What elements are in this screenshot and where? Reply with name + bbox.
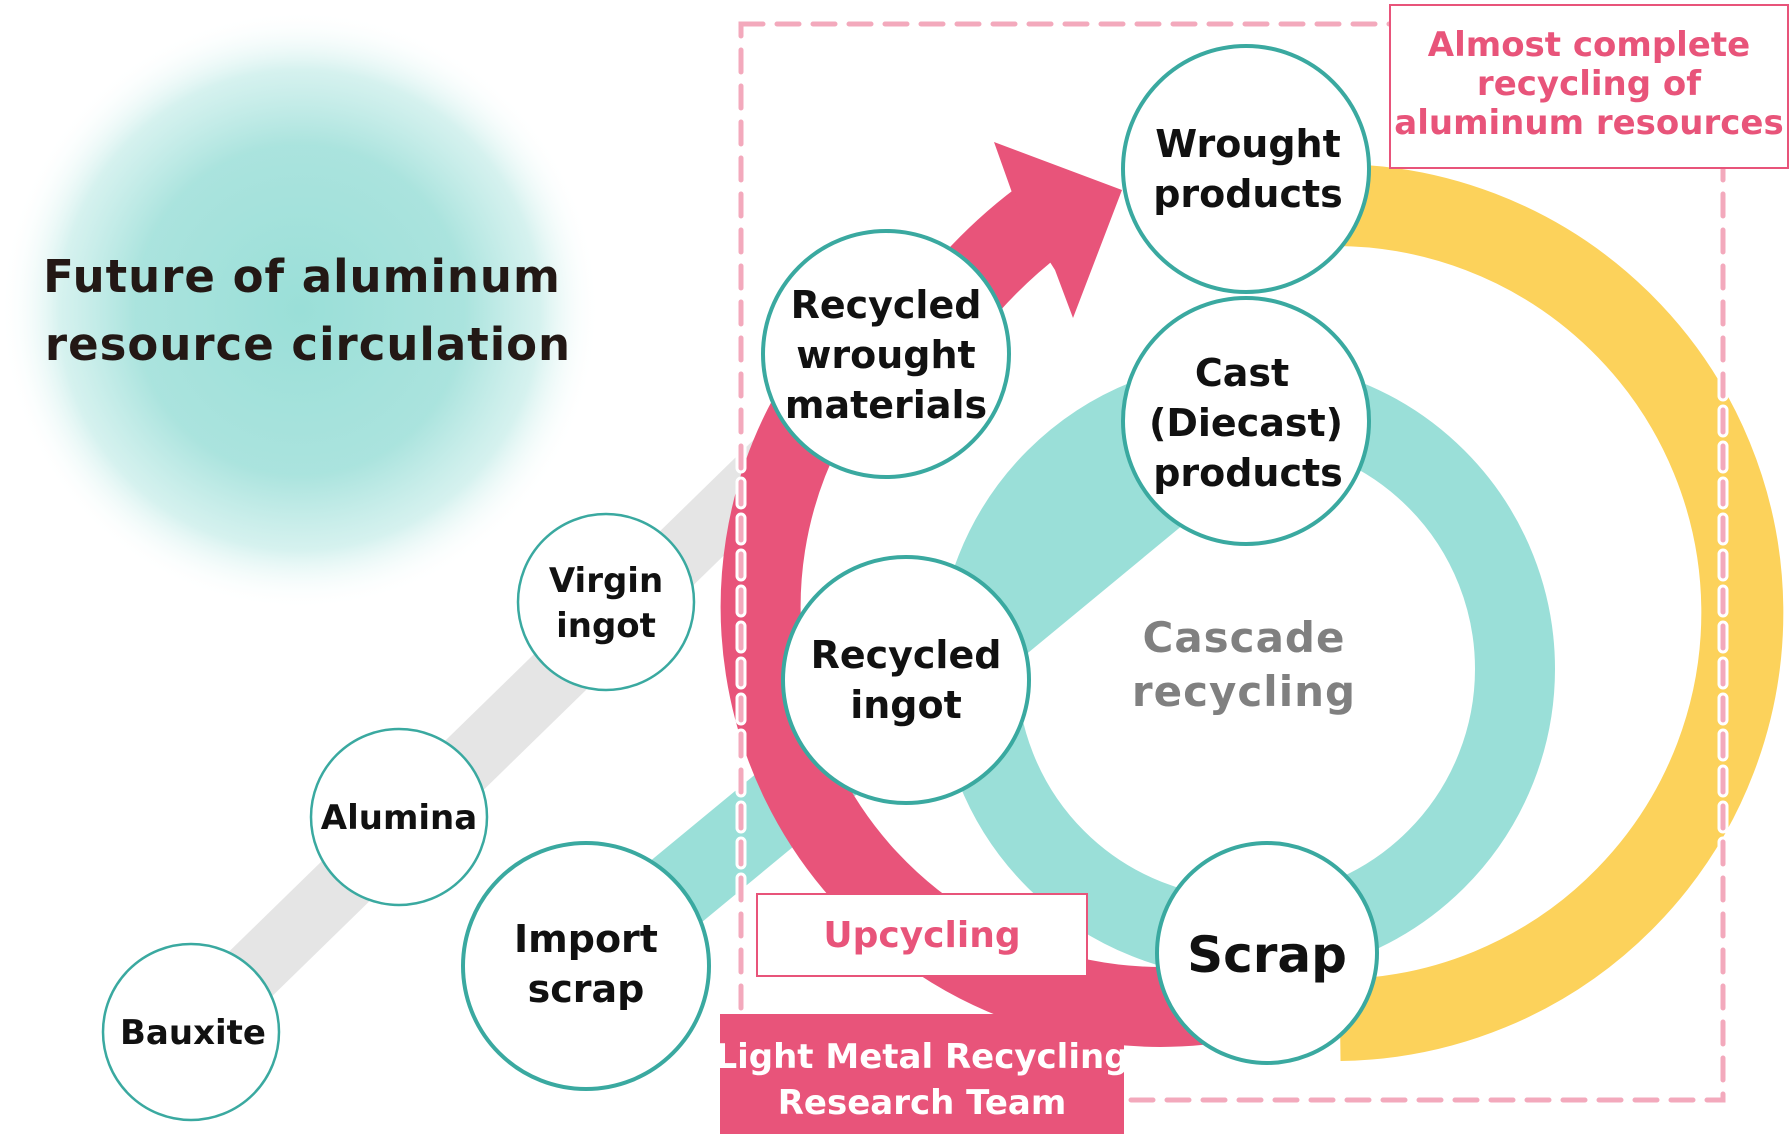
node-recycled-wrought-label-1: Recycled: [791, 283, 982, 327]
node-scrap[interactable]: Scrap: [1155, 841, 1379, 1065]
node-recycled-ingot-label-2: ingot: [850, 683, 962, 727]
node-bauxite[interactable]: Bauxite: [101, 942, 281, 1122]
node-wrought-products[interactable]: Wrought products: [1121, 44, 1371, 294]
research-team-label-2: Research Team: [778, 1083, 1067, 1123]
node-wrought-products-label-2: products: [1153, 172, 1343, 216]
node-recycled-wrought-label-2: wrought: [796, 333, 975, 377]
cascade-recycling-label-2: recycling: [1132, 667, 1356, 716]
node-cast-products[interactable]: Cast (Diecast) products: [1121, 296, 1371, 546]
cascade-recycling-label-1: Cascade: [1143, 613, 1346, 662]
upcycling-label: Upcycling: [823, 915, 1020, 956]
node-import-scrap[interactable]: Import scrap: [461, 841, 711, 1091]
complete-recycling-arc: [1329, 163, 1784, 1061]
node-virgin-ingot[interactable]: Virgin ingot: [516, 512, 696, 692]
research-team-label-1: Light Metal Recycling: [715, 1037, 1128, 1077]
node-scrap-label: Scrap: [1187, 926, 1347, 984]
diagram-title-line-1: Future of aluminum: [43, 250, 561, 303]
upcycling-arc: [720, 302, 1204, 1047]
research-scope-box-dashes: [738, 21, 1726, 1103]
node-import-scrap-label-1: Import: [514, 917, 658, 961]
title-background-blob: [0, 10, 600, 610]
node-virgin-ingot-label-2: ingot: [556, 606, 656, 646]
upcycling-label-box: Upcycling: [756, 893, 1088, 977]
node-cast-products-label-1: Cast: [1195, 351, 1289, 395]
diagram-title-line-2: resource circulation: [45, 318, 571, 371]
node-recycled-wrought-materials[interactable]: Recycled wrought materials: [761, 229, 1011, 479]
almost-complete-label-2: recycling of: [1477, 64, 1702, 104]
almost-complete-label-1: Almost complete: [1428, 25, 1750, 65]
node-recycled-ingot-label-1: Recycled: [811, 633, 1002, 677]
node-virgin-ingot-label-1: Virgin: [549, 561, 663, 601]
node-wrought-products-label-1: Wrought: [1155, 122, 1341, 166]
node-alumina-label: Alumina: [321, 798, 477, 838]
research-team-box: Light Metal Recycling Research Team: [715, 1014, 1129, 1134]
upcycling-arrow-head: [994, 142, 1122, 318]
node-import-scrap-label-2: scrap: [528, 967, 645, 1011]
node-recycled-wrought-label-3: materials: [785, 383, 987, 427]
node-bauxite-label: Bauxite: [120, 1013, 266, 1053]
node-cast-products-label-2: (Diecast): [1149, 401, 1343, 445]
node-cast-products-label-3: products: [1153, 451, 1343, 495]
node-recycled-ingot[interactable]: Recycled ingot: [781, 555, 1031, 805]
node-alumina[interactable]: Alumina: [309, 727, 489, 907]
almost-complete-label-3: aluminum resources: [1394, 103, 1783, 143]
almost-complete-label-box: Almost complete recycling of aluminum re…: [1389, 4, 1789, 169]
